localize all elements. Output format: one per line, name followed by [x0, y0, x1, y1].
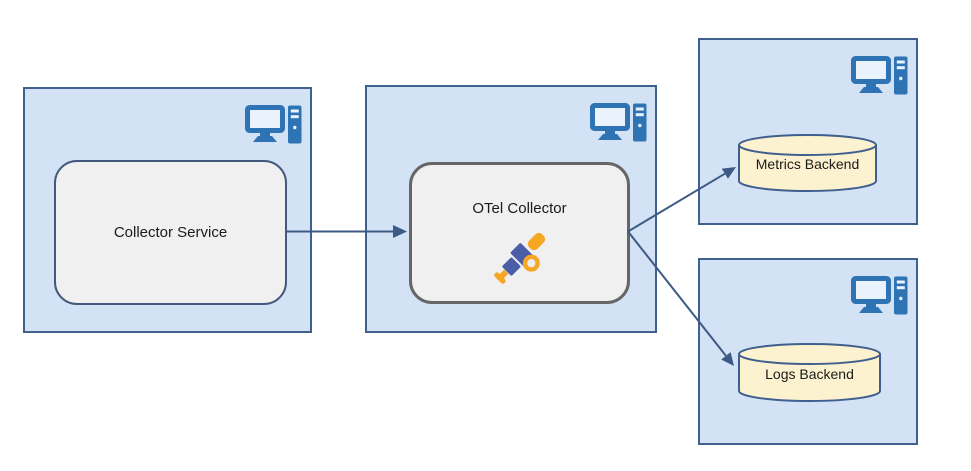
computer-icon	[245, 105, 302, 144]
machine-container-otel-collector: OTel Collector	[365, 85, 657, 333]
computer-icon	[851, 276, 908, 315]
node-otel-collector-label: OTel Collector	[472, 200, 567, 217]
cylinder-logs-backend	[738, 343, 881, 402]
node-collector-service-label: Collector Service	[113, 224, 228, 241]
telescope-icon	[493, 232, 545, 284]
node-logs-backend-label: Logs Backend	[765, 365, 854, 382]
computer-icon	[590, 103, 647, 142]
computer-icon	[851, 56, 908, 95]
cylinder-metrics-backend	[738, 134, 877, 192]
node-metrics-backend-label: Metrics Backend	[755, 155, 860, 172]
machine-container-metrics-backend: Metrics Backend	[698, 38, 918, 225]
node-otel-collector: OTel Collector	[409, 162, 630, 304]
machine-container-collector-service: Collector Service	[23, 87, 312, 333]
node-collector-service: Collector Service	[54, 160, 287, 305]
machine-container-logs-backend: Logs Backend	[698, 258, 918, 445]
